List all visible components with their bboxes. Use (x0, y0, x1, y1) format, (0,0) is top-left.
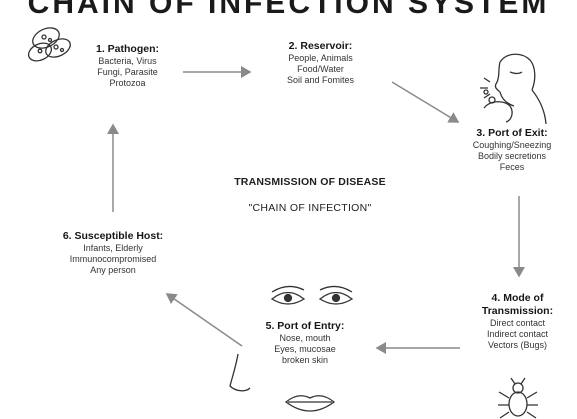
portal-entry-heading: 5. Port of Entry: (245, 320, 365, 333)
portal-exit-heading: 3. Port of Exit: (447, 127, 577, 140)
center-title: TRANSMISSION OF DISEASE (234, 176, 386, 188)
host-line: Any person (90, 265, 136, 275)
host-number: 6. (62, 230, 72, 242)
transmission-line: Vectors (Bugs) (487, 340, 548, 350)
portal-entry-title: Port of Entry: (277, 320, 345, 332)
host-line: Immunocompromised (69, 254, 157, 264)
portal-entry-line: broken skin (281, 355, 329, 365)
page-title: CHAIN OF INFECTION SYSTEM (27, 0, 550, 20)
node-portal-exit: 3. Port of Exit: Coughing/Sneezing Bodil… (447, 127, 577, 173)
germ-cluster-icon (27, 27, 71, 62)
host-title: Susceptible Host: (74, 230, 164, 242)
transmission-number: 4. (491, 292, 501, 304)
portal-exit-title: Port of Exit: (488, 127, 548, 139)
pathogen-number: 1. (95, 43, 105, 55)
reservoir-line: Soil and Fomites (286, 75, 355, 85)
transmission-heading-2: Transmission: (481, 305, 554, 317)
node-transmission: 4. Mode of Transmission: Direct contact … (458, 292, 577, 351)
coughing-person-icon (480, 53, 547, 125)
reservoir-line: People, Animals (288, 53, 353, 63)
pathogen-line: Protozoa (109, 78, 146, 88)
lips-icon (284, 395, 336, 412)
portal-entry-line: Eyes, mucosae (274, 344, 336, 354)
node-portal-entry: 5. Port of Entry: Nose, mouth Eyes, muco… (245, 320, 365, 366)
transmission-line: Indirect contact (486, 329, 549, 339)
portal-exit-number: 3. (476, 127, 486, 139)
node-pathogen: 1. Pathogen: Bacteria, Virus Fungi, Para… (60, 43, 195, 89)
arrow-entry-to-host (165, 293, 243, 347)
pathogen-line: Bacteria, Virus (98, 56, 157, 66)
node-reservoir: 2. Reservoir: People, Animals Food/Water… (253, 40, 388, 86)
reservoir-number: 2. (288, 40, 298, 52)
pathogen-line: Fungi, Parasite (97, 67, 158, 77)
host-heading: 6. Susceptible Host: (28, 230, 198, 243)
reservoir-line: Food/Water (297, 64, 344, 74)
bug-icon (498, 377, 538, 419)
pathogen-title: Pathogen: (107, 43, 160, 55)
portal-exit-line: Feces (499, 162, 525, 172)
transmission-title: Mode of (503, 292, 544, 304)
node-host: 6. Susceptible Host: Infants, Elderly Im… (28, 230, 198, 276)
reservoir-heading: 2. Reservoir: (253, 40, 388, 53)
nose-icon (229, 353, 251, 392)
host-line: Infants, Elderly (83, 243, 143, 253)
portal-entry-number: 5. (265, 320, 275, 332)
transmission-line: Direct contact (489, 318, 546, 328)
reservoir-title: Reservoir: (300, 40, 353, 52)
portal-entry-line: Nose, mouth (279, 333, 331, 343)
eyes-icon (270, 285, 354, 305)
portal-exit-line: Coughing/Sneezing (472, 140, 552, 150)
arrow-reservoir-to-exit (391, 81, 460, 123)
transmission-heading: 4. Mode of (458, 292, 577, 305)
pathogen-heading: 1. Pathogen: (60, 43, 195, 56)
center-subtitle: "CHAIN OF INFECTION" (248, 202, 372, 214)
portal-exit-line: Bodily secretions (477, 151, 547, 161)
